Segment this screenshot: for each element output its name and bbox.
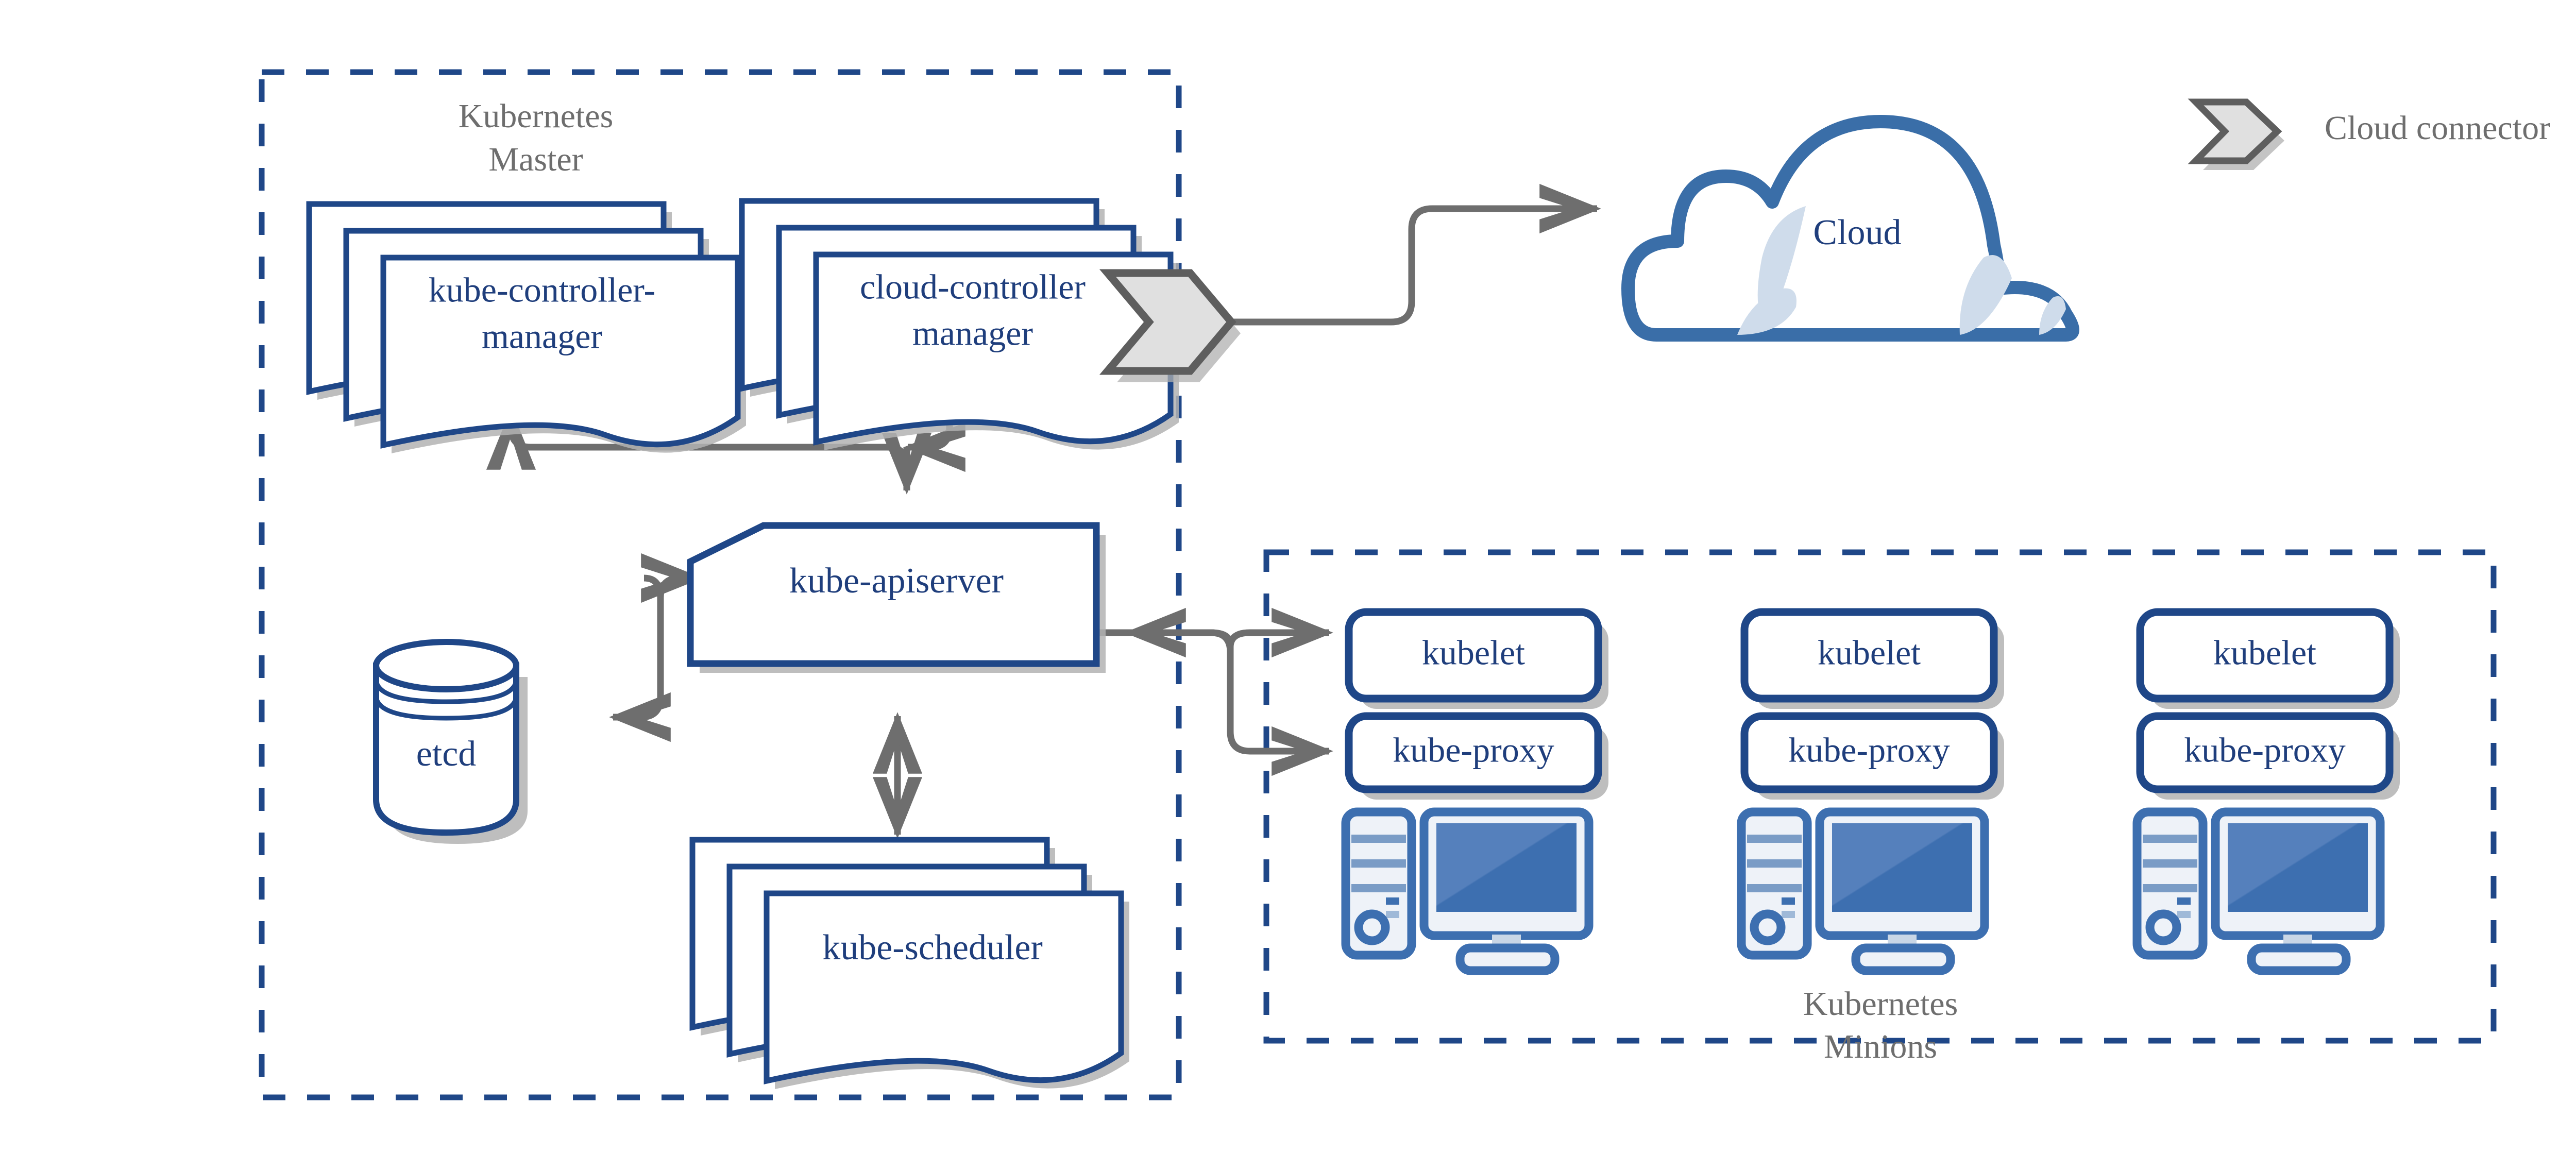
tower-stripe-1 bbox=[1351, 835, 1406, 843]
master-group-border bbox=[259, 69, 1182, 1100]
minion-3-kubeproxy-label: kube-proxy bbox=[2184, 731, 2345, 770]
tower-power-button bbox=[1354, 909, 1390, 945]
minion-1: kubelet kube-proxy bbox=[1341, 608, 1608, 975]
scheduler-label: kube-scheduler bbox=[822, 928, 1043, 968]
tower-power-button bbox=[1750, 909, 1786, 945]
minion-3-kubeproxy-box[interactable] bbox=[2136, 712, 2394, 793]
minions-group-label-line2: Minions bbox=[1824, 1028, 1937, 1065]
kcm-sheet-1 bbox=[380, 255, 741, 449]
minion-2: kubelet kube-proxy bbox=[1737, 608, 2004, 975]
cloud-label: Cloud bbox=[1813, 213, 1901, 252]
node-etcd[interactable]: etcd bbox=[373, 639, 528, 844]
tower-led-2 bbox=[1386, 911, 1399, 918]
chevron-arrow-icon bbox=[2188, 98, 2282, 164]
etcd-top-ellipse bbox=[373, 639, 519, 692]
etcd-label: etcd bbox=[416, 734, 477, 774]
tower-stripe-3 bbox=[1351, 884, 1406, 892]
monitor-screen bbox=[1436, 823, 1577, 912]
ccm-label-line1: cloud-controller bbox=[860, 267, 1086, 307]
monitor-screen bbox=[1832, 823, 1972, 912]
tower-stripe-1 bbox=[1747, 835, 1802, 843]
minion-3: kubelet kube-proxy bbox=[2132, 608, 2400, 975]
tower-led-1 bbox=[1386, 897, 1399, 905]
monitor-base bbox=[1851, 943, 1955, 975]
minion-3-kubelet-label: kubelet bbox=[2213, 633, 2316, 672]
connector-apiserver-to-etcd bbox=[609, 574, 671, 742]
connector-branch-to-apiserver bbox=[1124, 607, 1234, 658]
monitor-base bbox=[2247, 943, 2351, 975]
ccm-label-line2: manager bbox=[912, 314, 1033, 353]
apiserver-label: kube-apiserver bbox=[789, 561, 1004, 601]
node-cloud-controller-manager[interactable]: cloud-controller manager bbox=[739, 198, 1241, 450]
tower-led-1 bbox=[1782, 897, 1795, 905]
cloud-highlight-5 bbox=[2039, 296, 2066, 335]
minion-1-kubelet-box[interactable] bbox=[1345, 608, 1602, 703]
tower-stripe-2 bbox=[1747, 859, 1802, 868]
chevron-arrow-icon bbox=[1099, 269, 1241, 382]
connector-etcd-to-apiserver bbox=[641, 553, 703, 697]
group-kubernetes-master: Kubernetes Master bbox=[259, 69, 1182, 1100]
minions-group-label-line1: Kubernetes bbox=[1803, 985, 1958, 1023]
group-kubernetes-minions: Kubernetes Minions bbox=[1263, 549, 2497, 1065]
tower-led-2 bbox=[1782, 911, 1795, 918]
minion-2-kubeproxy-label: kube-proxy bbox=[1788, 731, 1950, 770]
workstation-icon bbox=[1737, 807, 1989, 975]
master-group-label-line2: Master bbox=[488, 141, 583, 178]
etcd-body bbox=[373, 663, 519, 836]
minion-3-kubelet-box[interactable] bbox=[2136, 608, 2394, 703]
node-kube-scheduler[interactable]: kube-scheduler bbox=[689, 837, 1129, 1089]
connector-apiserver-to-kubelet bbox=[1227, 607, 1333, 658]
minion-1-kubeproxy-box[interactable] bbox=[1345, 712, 1602, 793]
tower-stripe-1 bbox=[2143, 835, 2197, 843]
workstation-icon bbox=[1341, 807, 1594, 975]
master-group-label-line1: Kubernetes bbox=[459, 97, 614, 135]
tower-stripe-3 bbox=[2143, 884, 2197, 892]
tower-power-button bbox=[2145, 909, 2181, 945]
connector-apiserver-to-kubeproxy bbox=[1096, 629, 1333, 776]
node-kube-apiserver[interactable]: kube-apiserver bbox=[687, 522, 1106, 673]
monitor-base bbox=[1455, 943, 1560, 975]
ccm-sheet-1 bbox=[813, 251, 1174, 446]
tower-led-2 bbox=[2177, 911, 2191, 918]
minions-group-border bbox=[1263, 549, 2497, 1044]
kcm-label-line1: kube-controller- bbox=[429, 270, 655, 310]
workstation-icon bbox=[2132, 807, 2385, 975]
node-cloud[interactable]: Cloud bbox=[1621, 115, 2079, 342]
scheduler-sheet-1 bbox=[764, 890, 1124, 1084]
etcd-ring-2 bbox=[374, 695, 519, 721]
legend-cloud-connector: Cloud connector bbox=[2188, 98, 2550, 170]
etcd-ring-1 bbox=[374, 679, 519, 704]
tower-stripe-3 bbox=[1747, 884, 1802, 892]
chevron-arrow-icon-body bbox=[1099, 269, 1236, 375]
node-kube-controller-manager[interactable]: kube-controller- manager bbox=[306, 201, 746, 453]
connector-ccm-to-cloud bbox=[1154, 183, 1601, 326]
minion-1-kubelet-label: kubelet bbox=[1422, 633, 1525, 672]
minion-1-kubeproxy-label: kube-proxy bbox=[1393, 731, 1554, 770]
apiserver-body bbox=[687, 522, 1100, 667]
legend-label: Cloud connector bbox=[2325, 109, 2550, 147]
tower-led-1 bbox=[2177, 897, 2191, 905]
minion-2-kubelet-label: kubelet bbox=[1818, 633, 1921, 672]
kcm-label-line2: manager bbox=[482, 317, 602, 356]
monitor-screen bbox=[2228, 823, 2368, 912]
cloud-highlight-4 bbox=[1959, 255, 2012, 335]
cloud-highlight-3 bbox=[1737, 288, 1797, 335]
tower-stripe-2 bbox=[1351, 859, 1406, 868]
tower-stripe-2 bbox=[2143, 859, 2197, 868]
minion-2-kubeproxy-box[interactable] bbox=[1740, 712, 1998, 793]
connectors-layer bbox=[486, 183, 1601, 839]
cloud-body bbox=[1621, 115, 2079, 342]
minion-2-kubelet-box[interactable] bbox=[1740, 608, 1998, 703]
